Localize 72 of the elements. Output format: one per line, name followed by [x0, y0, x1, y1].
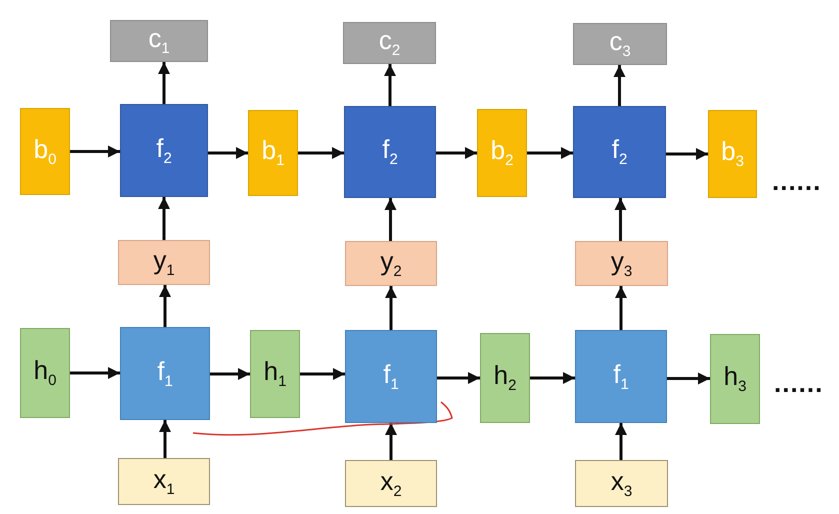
function-box: [120, 104, 208, 197]
arrow: [667, 372, 710, 384]
node-label: b$_{2}$: [490, 137, 514, 169]
function-box: [573, 106, 666, 198]
input-box: [345, 460, 437, 507]
arrow: [385, 286, 397, 330]
hidden-state-box: [710, 334, 760, 424]
arrow: [385, 423, 397, 460]
node-label: x$_{2}$: [380, 468, 402, 500]
input-box: [575, 460, 668, 507]
node-label: x$_{3}$: [610, 468, 632, 500]
arrow: [614, 65, 626, 106]
node-label: f$_{1}$: [157, 358, 173, 390]
arrow: [384, 198, 396, 241]
intermediate-box: [575, 241, 668, 286]
node-label: h$_{3}$: [724, 363, 746, 395]
node-label: f$_{2}$: [382, 136, 398, 168]
function-box: [344, 106, 436, 198]
node-label: b$_{1}$: [262, 137, 284, 169]
function-box: [575, 330, 667, 423]
node-label: c$_{2}$: [378, 27, 400, 59]
arrow: [666, 148, 708, 160]
state-box: [20, 108, 70, 195]
node-label: y$_{3}$: [610, 248, 632, 280]
arrow: [615, 286, 627, 330]
continuation-dots: ......: [772, 168, 822, 194]
state-box: [708, 110, 757, 198]
arrow: [159, 285, 171, 327]
arrow: [615, 423, 627, 460]
arrow: [210, 368, 250, 380]
node-label: f$_{2}$: [612, 136, 628, 168]
state-box: [248, 110, 298, 196]
state-box: [477, 109, 527, 197]
arrow: [70, 367, 120, 379]
node-label: f$_{1}$: [383, 360, 399, 392]
node-label: c$_{3}$: [609, 28, 631, 60]
node-label: c$_{1}$: [148, 25, 170, 57]
hidden-state-box: [250, 330, 300, 418]
node-label: b$_{3}$: [721, 138, 744, 170]
output-box: [343, 22, 436, 64]
node-label: x$_{1}$: [153, 466, 175, 498]
arrow: [158, 62, 170, 104]
node-label: h$_{0}$: [34, 357, 56, 389]
arrow: [300, 368, 345, 380]
arrow: [530, 372, 575, 384]
function-box: [345, 330, 437, 423]
node-label: f$_{2}$: [156, 134, 172, 166]
input-box: [118, 458, 210, 505]
arrow: [436, 147, 477, 159]
arrow: [384, 64, 396, 106]
arrow: [614, 198, 626, 241]
intermediate-box: [345, 241, 437, 286]
output-box: [110, 20, 208, 62]
arrow: [208, 147, 248, 159]
node-label: f$_{1}$: [613, 360, 629, 392]
node-label: h$_{1}$: [264, 358, 286, 390]
output-box: [573, 23, 667, 65]
node-label: y$_{2}$: [380, 248, 402, 280]
hidden-state-box: [20, 328, 70, 418]
node-label: h$_{2}$: [494, 362, 516, 394]
arrow: [298, 147, 344, 159]
arrow: [159, 420, 171, 458]
arrow: [158, 197, 170, 240]
intermediate-box: [118, 240, 210, 285]
arrow: [527, 147, 573, 159]
arrow: [437, 372, 480, 384]
hidden-state-box: [480, 333, 530, 423]
node-label: b$_{0}$: [34, 136, 56, 168]
function-box: [120, 327, 210, 420]
continuation-dots: ......: [774, 370, 824, 396]
node-label: y$_{1}$: [153, 246, 175, 278]
arrow: [70, 146, 120, 158]
